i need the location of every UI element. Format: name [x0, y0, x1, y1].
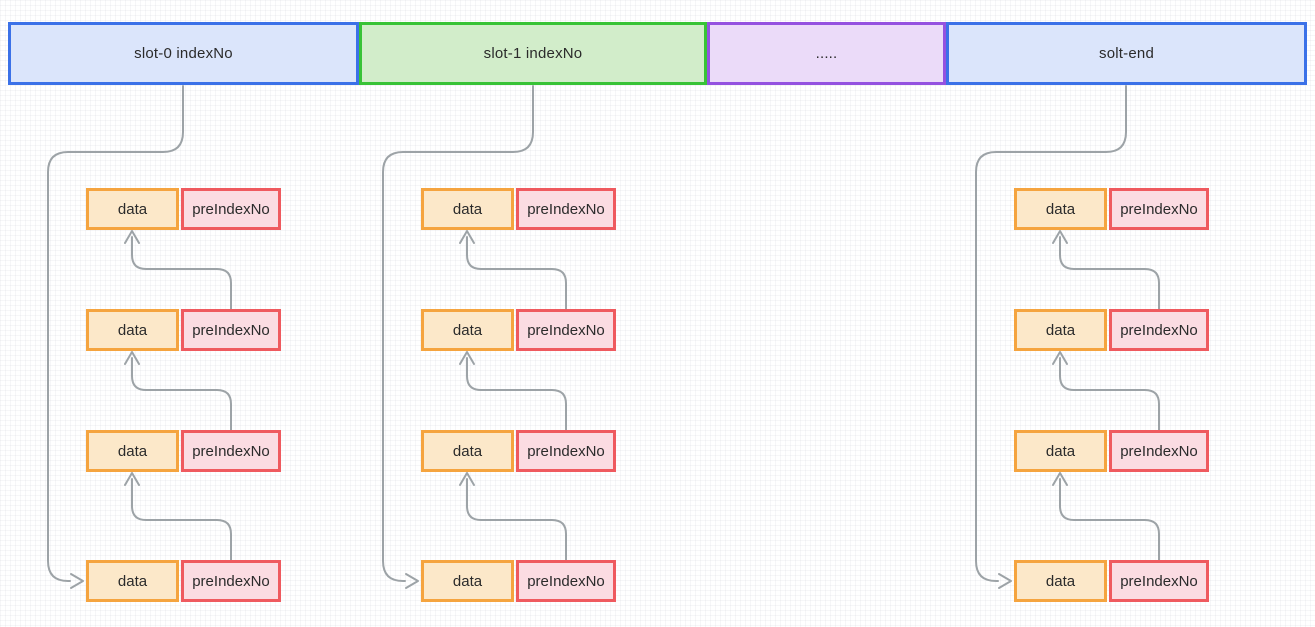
data-label: data: [117, 200, 148, 218]
preindexno-label: preIndexNo: [192, 442, 270, 460]
slot-ellipsis-cell: .....: [707, 22, 946, 85]
node-preindexno-cell: preIndexNo: [181, 560, 281, 602]
slot-ellipsis-label: .....: [815, 45, 838, 62]
slot-1-cell: slot-1 indexNo: [359, 22, 707, 85]
data-label: data: [1045, 572, 1076, 590]
preindexno-label: preIndexNo: [1120, 200, 1198, 218]
data-label: data: [1045, 442, 1076, 460]
arrowhead-right: [70, 573, 84, 589]
node-col0-row2: data preIndexNo: [86, 430, 281, 472]
node-col0-row1: data preIndexNo: [86, 309, 281, 351]
node-col0-row0: data preIndexNo: [86, 188, 281, 230]
node-data-cell: data: [86, 560, 179, 602]
preindexno-label: preIndexNo: [1120, 572, 1198, 590]
node-preindexno-cell: preIndexNo: [181, 309, 281, 351]
node-data-cell: data: [1014, 560, 1107, 602]
slot-1-label: slot-1 indexNo: [483, 45, 583, 62]
arrowhead-up: [124, 230, 140, 244]
slot-0-label: slot-0 indexNo: [134, 45, 233, 62]
node-data-cell: data: [1014, 188, 1107, 230]
node-col2-row3: data preIndexNo: [1014, 560, 1209, 602]
node-data-cell: data: [421, 430, 514, 472]
preindexno-label: preIndexNo: [527, 321, 605, 339]
node-col2-row2: data preIndexNo: [1014, 430, 1209, 472]
arrow-node2-to-node1: [131, 236, 232, 310]
preindexno-label: preIndexNo: [192, 321, 270, 339]
arrowhead-up: [124, 472, 140, 486]
node-preindexno-cell: preIndexNo: [1109, 430, 1209, 472]
data-label: data: [117, 321, 148, 339]
node-data-cell: data: [421, 188, 514, 230]
slot-bar: slot-0 indexNo slot-1 indexNo ..... solt…: [8, 22, 1307, 85]
node-data-cell: data: [86, 188, 179, 230]
data-label: data: [452, 572, 483, 590]
data-label: data: [1045, 200, 1076, 218]
node-col1-row0: data preIndexNo: [421, 188, 616, 230]
preindexno-label: preIndexNo: [192, 572, 270, 590]
node-data-cell: data: [1014, 430, 1107, 472]
data-label: data: [452, 200, 483, 218]
chain-arrows-column-0: [124, 230, 232, 561]
slot-end-cell: solt-end: [946, 22, 1307, 85]
data-label: data: [117, 442, 148, 460]
chain-arrows-column-2: [1052, 230, 1160, 561]
node-preindexno-cell: preIndexNo: [516, 188, 616, 230]
preindexno-label: preIndexNo: [1120, 321, 1198, 339]
preindexno-label: preIndexNo: [527, 442, 605, 460]
data-label: data: [452, 442, 483, 460]
node-preindexno-cell: preIndexNo: [181, 188, 281, 230]
node-data-cell: data: [1014, 309, 1107, 351]
arrow-node4-to-node3: [131, 478, 232, 561]
node-col1-row2: data preIndexNo: [421, 430, 616, 472]
node-preindexno-cell: preIndexNo: [1109, 188, 1209, 230]
node-data-cell: data: [421, 560, 514, 602]
preindexno-label: preIndexNo: [1120, 442, 1198, 460]
slot-end-label: solt-end: [1099, 45, 1154, 62]
node-col2-row0: data preIndexNo: [1014, 188, 1209, 230]
node-data-cell: data: [86, 309, 179, 351]
node-col1-row3: data preIndexNo: [421, 560, 616, 602]
node-col2-row1: data preIndexNo: [1014, 309, 1209, 351]
preindexno-label: preIndexNo: [527, 572, 605, 590]
arrowhead-right: [405, 573, 419, 589]
chain-arrows-column-1: [459, 230, 567, 561]
data-label: data: [117, 572, 148, 590]
preindexno-label: preIndexNo: [192, 200, 270, 218]
node-preindexno-cell: preIndexNo: [1109, 560, 1209, 602]
node-preindexno-cell: preIndexNo: [181, 430, 281, 472]
slot-0-cell: slot-0 indexNo: [8, 22, 359, 85]
arrowhead-up: [124, 351, 140, 365]
node-preindexno-cell: preIndexNo: [516, 309, 616, 351]
node-preindexno-cell: preIndexNo: [516, 430, 616, 472]
preindexno-label: preIndexNo: [527, 200, 605, 218]
node-data-cell: data: [421, 309, 514, 351]
arrow-node3-to-node2: [131, 357, 232, 431]
node-data-cell: data: [86, 430, 179, 472]
node-preindexno-cell: preIndexNo: [1109, 309, 1209, 351]
data-label: data: [452, 321, 483, 339]
node-col1-row1: data preIndexNo: [421, 309, 616, 351]
node-preindexno-cell: preIndexNo: [516, 560, 616, 602]
node-col0-row3: data preIndexNo: [86, 560, 281, 602]
data-label: data: [1045, 321, 1076, 339]
